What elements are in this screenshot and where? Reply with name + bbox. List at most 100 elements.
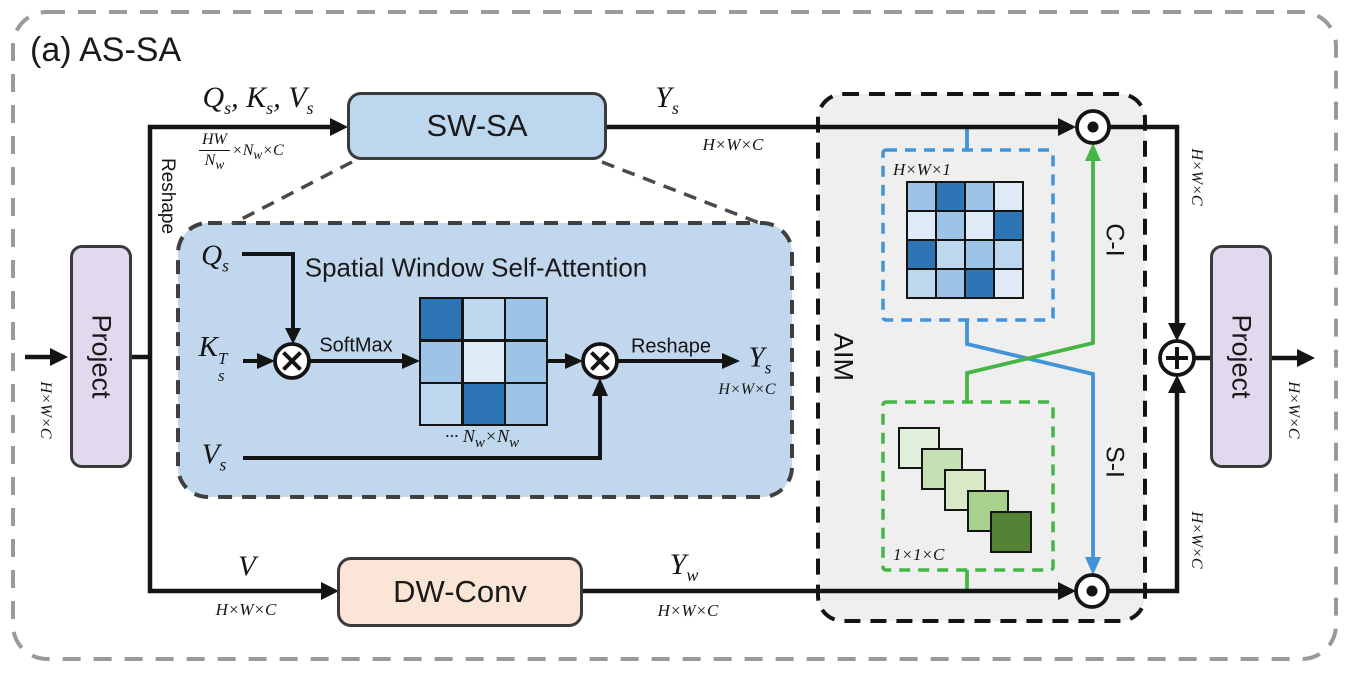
dot-icon [1087,121,1099,133]
top-branch-dims-label: H×W×C [1188,148,1205,206]
channel-interaction-line [965,161,1095,402]
swsa-input-arrowhead [330,118,348,136]
attention-cell [421,299,461,339]
channel-square [967,490,1009,532]
aim-module-box [816,92,1147,623]
channel-interaction-label: C-I [1100,223,1129,257]
window-count-label: ··· Nw×Nw [444,426,520,451]
inner-flow-lines [242,252,722,460]
add-bottom-arrowhead [1168,375,1186,393]
attention-cell [506,341,546,382]
ks-arrowhead [257,353,275,369]
attention-cell [995,270,1022,297]
ys-inner-dims-label: H×W×C [718,381,776,398]
attention-cell [937,183,964,210]
inner-box-title: Spatial Window Self-Attention [304,252,648,283]
vs-arrowhead [592,378,608,396]
bottom-branch-dims-label: H×W×C [1188,511,1205,569]
multiply-icon [282,351,302,371]
channel-vector-group [881,143,1101,589]
branch-line [147,124,330,594]
qs-line [242,252,295,328]
project-block-right: Project [1210,245,1272,468]
project-left-label: Project [86,314,117,399]
matmul2-arrowhead [565,353,583,369]
yw-label: Yw [669,548,699,585]
attention-cell [966,183,993,210]
attention-cell [506,384,546,424]
attention-cell [937,212,964,239]
attention-cell [908,183,935,210]
spatial-map-dims-label: H×W×1 [893,160,951,179]
qs-label: Qs [201,239,229,276]
attention-cell [966,241,993,268]
inner-flow-arrowheads [257,328,740,396]
figure-title: (a) AS-SA [30,31,182,69]
ys-inner-label: Ys [748,341,772,378]
dwconv-input-arrowhead [321,582,339,600]
add-operator [1158,339,1196,377]
attention-cell [966,270,993,297]
aim-label: AIM [828,332,859,382]
plus-icon [1166,347,1188,369]
main-flow-arrowheads [50,118,1315,600]
dot-icon [1086,585,1098,597]
attention-cell [421,384,461,424]
output-dims-label: H×W×C [1285,381,1302,439]
attention-cell [463,341,504,382]
multiply-icon [590,351,610,371]
reshape-arrow-label: Reshape [630,335,712,358]
attention-cell [995,241,1022,268]
attention-cell [966,212,993,239]
bottom-hadamard-arrowhead [1058,582,1076,600]
vs-label: Vs [201,438,227,475]
swsa-label: SW-SA [426,108,528,143]
v-dims-label: H×W×C [215,600,277,619]
spatial-interaction-label: S-I [1100,446,1129,478]
attention-cell [937,241,964,268]
expansion-connector-right [601,160,763,226]
add-top-arrowhead [1168,323,1186,341]
expansion-connector-lines [231,160,763,226]
vs-line [243,396,602,460]
ys-label: Ys [655,81,679,118]
hadamard-operator-bottom [1074,573,1110,609]
attention-cell [421,341,461,382]
spatial-interaction-arrowhead [1085,557,1101,575]
attention-cell [937,270,964,297]
swsa-block: SW-SA [347,92,607,160]
input-dims-label: H×W×C [37,381,54,439]
matmul-operator-2 [581,342,619,380]
yw-dims-label: H×W×C [657,601,719,620]
spatial-map-4x4 [906,181,1024,299]
qkv-label: Qs, Ks, Vs [202,81,314,118]
ys-inner-arrowhead [722,353,740,369]
attention-cell [908,270,935,297]
top-hadamard-arrowhead [1058,118,1076,136]
expansion-connector-left [231,160,353,226]
spatial-map-3x3 [419,297,548,426]
dwconv-label: DW-Conv [393,574,527,609]
bottom-to-add-line [1108,393,1180,594]
reshape-branch-label: Reshape [157,157,178,235]
dwconv-block: DW-Conv [337,557,583,627]
ys-dims-label: H×W×C [702,135,764,154]
softmax-label: SoftMax [319,334,393,357]
window-shape-label: HW Nw ×Nw×C [199,131,284,173]
hw-over-nw-fraction: HW Nw [199,131,230,173]
main-flow-lines [25,124,1297,594]
attention-cell [506,299,546,339]
channel-vector-dims-label: 1×1×C [893,545,945,564]
outer-dashed-border [11,10,1338,661]
v-label: V [238,550,256,583]
channel-square [990,511,1032,553]
attention-cell [908,212,935,239]
hadamard-operator-top [1075,109,1111,145]
attention-cell [995,212,1022,239]
output-arrowhead [1297,349,1315,367]
operators [273,109,1196,609]
input-arrowhead [50,348,68,366]
project-block-left: Project [70,245,132,468]
top-to-add-line [1109,124,1180,323]
